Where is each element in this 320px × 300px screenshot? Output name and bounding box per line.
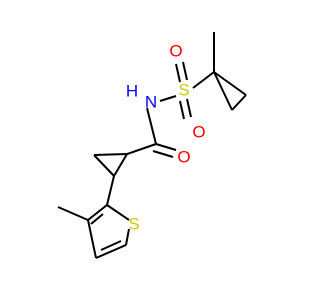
cyclopropyl-mid-bond-2 xyxy=(93,153,128,156)
molecule-structure: O S O H N O S xyxy=(57,32,247,259)
s-o-top-bond-b xyxy=(182,61,188,81)
cyclopropyl-mid-bond-1 xyxy=(113,153,128,177)
atom-label-group: O S O H N O S xyxy=(126,42,206,234)
cyclopropyl-top-bond-2 xyxy=(231,94,247,111)
s-n-bond xyxy=(159,95,177,102)
carbonyl-cyclopropyl-bond xyxy=(126,143,157,155)
cyclopropyl-top-bond-1 xyxy=(213,71,247,96)
n-carbonyl-bond xyxy=(146,107,157,145)
cyclopropyl-mid-bond-3 xyxy=(93,154,115,177)
cyclopropyl-s-bond xyxy=(192,71,215,89)
atom-label-n: N xyxy=(145,93,157,112)
thiophene-double-bond-inner-1 xyxy=(90,213,104,225)
thiophene-methyl-bond xyxy=(57,206,89,221)
carbonyl-double-bond-b xyxy=(152,150,174,158)
atom-label-o-carbonyl: O xyxy=(177,148,190,167)
thiophene-double-bond-inner-2 xyxy=(100,240,122,251)
thiophene-s-c5-bond xyxy=(125,228,130,246)
atom-label-s-sulfonyl: S xyxy=(178,81,189,100)
s-o-bottom-bond-b xyxy=(186,98,192,118)
thiophene-c2-s-bond xyxy=(106,204,130,221)
atom-label-h: H xyxy=(126,82,138,101)
atom-label-o-bottom: O xyxy=(192,123,205,142)
cyclopropyl-top-bond-3 xyxy=(213,71,233,111)
thiophene-c2-c3-single xyxy=(87,204,108,221)
atom-label-o-top: O xyxy=(169,42,182,61)
carbonyl-double-bond-a xyxy=(155,143,177,151)
thiophene-c4-c3-single xyxy=(87,219,97,259)
s-o-top-bond-a xyxy=(175,63,181,83)
atom-label-s-thiophene: S xyxy=(128,215,139,234)
s-o-bottom-bond-a xyxy=(179,100,185,120)
molecule-canvas: O S O H N O S xyxy=(57,32,247,259)
thiophene-c5-c4-single xyxy=(95,244,127,259)
cyclopropyl-thiophene-bond xyxy=(106,175,115,206)
bond-group xyxy=(57,32,247,259)
